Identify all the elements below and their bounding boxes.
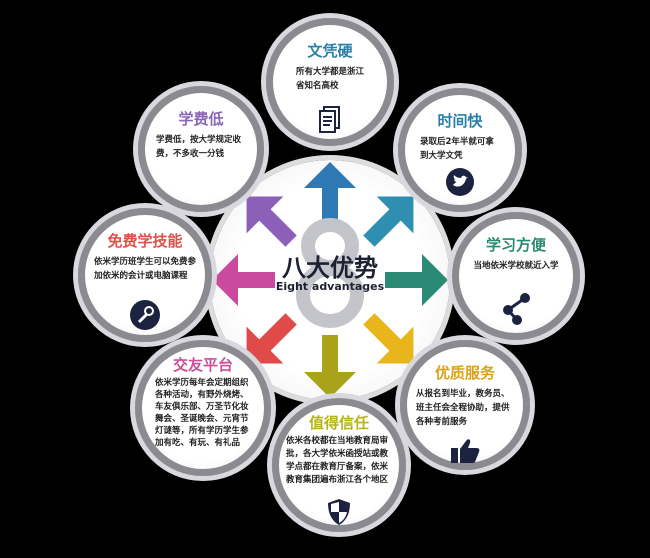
- shield-icon: [328, 499, 350, 525]
- advantage-text: 录取后2年半就可拿到大学文凭: [420, 137, 494, 161]
- arrow-up-right-icon: [363, 196, 414, 247]
- advantage-title: 学习方便: [485, 236, 546, 254]
- big-eight-watermark: [296, 218, 364, 328]
- center-title: 八大优势: [282, 254, 378, 282]
- advantage-text: 当地依米学校就近入学: [473, 261, 559, 271]
- advantage-social: 交友平台 依米学历每年会定期组织各种活动，有野外烧烤、车友俱乐部、万圣节化妆舞会…: [135, 340, 271, 476]
- advantage-text: 依米各校都在当地教育局审批，各大学依米函授站或教学点都在教育厅备案，依米教育集团…: [286, 436, 389, 485]
- thumbs-up-icon: [451, 439, 480, 463]
- advantage-text: 依米学历班学生可以免费参加依米的会计或电脑课程: [94, 257, 197, 281]
- share-icon: [503, 293, 530, 325]
- advantage-speed: 时间快 录取后2年半就可拿到大学文凭: [398, 88, 522, 212]
- advantage-low-fee: 学费低 学费低，按大学规定收费，不多收一分钱: [138, 86, 264, 212]
- advantage-title: 优质服务: [434, 364, 495, 382]
- arrow-down-right-icon: [363, 313, 414, 364]
- advantage-text: 所有大学都是浙江省知名高校: [296, 67, 365, 91]
- arrow-right-icon: [385, 254, 448, 306]
- center-subtitle: Eight advantages: [275, 280, 385, 293]
- advantage-title: 交友平台: [172, 356, 233, 374]
- advantage-service: 优质服务 从报名到毕业，教务员、班主任会全程协助，提供各种考前服务: [400, 340, 530, 470]
- advantage-trust: 值得信任 依米各校都在当地教育局审批，各大学依米函授站或教学点都在教育厅备案，依…: [272, 398, 406, 532]
- advantage-text: 学费低，按大学规定收费，不多收一分钱: [156, 135, 242, 159]
- arrow-down-left-icon: [246, 313, 297, 364]
- arrow-left-icon: [212, 254, 275, 306]
- arrow-down-icon: [304, 335, 356, 398]
- advantage-diploma: 文凭硬 所有大学都是浙江省知名高校: [266, 18, 394, 146]
- arrow-up-icon: [304, 162, 356, 225]
- arrow-up-left-icon: [246, 196, 297, 247]
- wrench-icon: [130, 300, 160, 330]
- advantage-title: 文凭硬: [307, 42, 353, 60]
- twitter-bird-icon: [446, 168, 474, 196]
- document-icon: [319, 106, 340, 133]
- advantage-skills: 免费学技能 依米学历班学生可以免费参加依米的会计或电脑课程: [78, 208, 212, 342]
- advantage-text: 从报名到毕业，教务员、班主任会全程协助，提供各种考前服务: [416, 389, 510, 427]
- advantage-convenience: 学习方便 当地依米学校就近入学: [452, 212, 580, 340]
- advantage-title: 值得信任: [308, 414, 369, 432]
- advantage-text: 依米学历每年会定期组织各种活动，有野外烧烤、车友俱乐部、万圣节化妆舞会、圣诞晚会…: [155, 378, 249, 448]
- advantage-title: 学费低: [178, 110, 224, 128]
- advantage-title: 时间快: [437, 112, 483, 130]
- advantage-title: 免费学技能: [107, 232, 183, 250]
